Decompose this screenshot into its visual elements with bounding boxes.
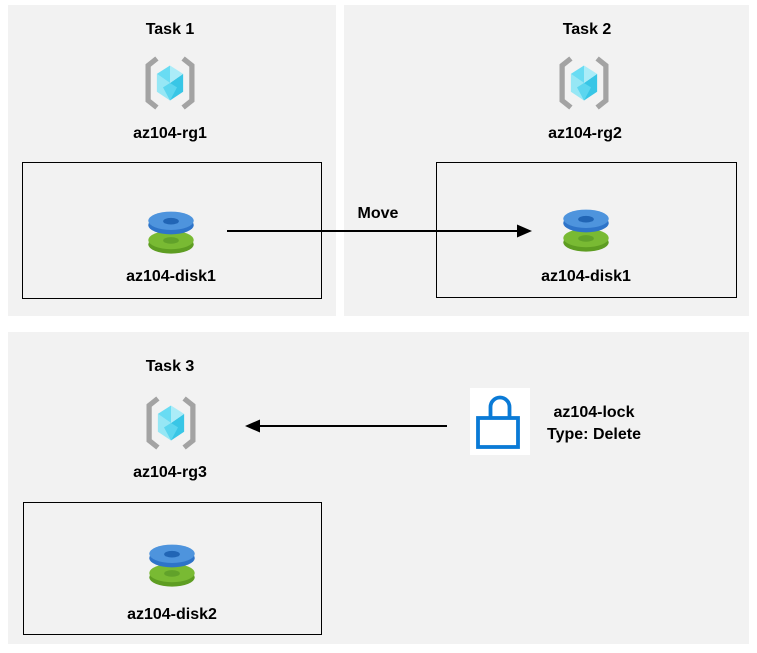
task2-panel: Task 2 az104-rg2 az104-disk1 <box>344 5 749 316</box>
task1-disk-label: az104-disk1 <box>126 268 216 285</box>
lock-type: Type: Delete <box>547 426 641 443</box>
task1-disk-box: az104-disk1 <box>22 162 322 299</box>
task2-disk-box: az104-disk1 <box>436 162 737 298</box>
resource-group-icon <box>556 55 612 111</box>
lock-shackle <box>488 395 512 418</box>
task1-panel: Task 1 az104-rg1 az104-disk1 <box>8 5 336 316</box>
resource-group-icon <box>142 55 198 111</box>
task2-disk-label: az104-disk1 <box>541 268 631 285</box>
lock-arrowhead <box>245 419 260 433</box>
lock-name: az104-lock <box>553 404 635 421</box>
task2-title: Task 2 <box>562 21 612 38</box>
lock-icon <box>476 395 520 449</box>
disk-icon <box>148 211 194 254</box>
lock-body <box>476 416 520 449</box>
lock-icon-badge <box>470 388 530 455</box>
task3-resource-group-label: az104-rg3 <box>133 464 207 481</box>
disk-icon <box>563 209 609 252</box>
task3-panel: Task 3 az104-rg3 az104-disk2 az104-lock <box>8 332 749 644</box>
task1-resource-group-label: az104-rg1 <box>133 125 207 142</box>
task3-disk-label: az104-disk2 <box>127 606 217 623</box>
task1-title: Task 1 <box>145 21 195 38</box>
task2-resource-group-label: az104-rg2 <box>548 125 622 142</box>
move-arrow-label: Move <box>357 205 399 222</box>
lock-caption: az104-lock Type: Delete <box>513 402 675 446</box>
resource-group-icon <box>143 395 199 451</box>
lock-arrow <box>245 419 447 433</box>
disk-icon <box>149 544 195 587</box>
task3-title: Task 3 <box>145 358 195 375</box>
task3-disk-box: az104-disk2 <box>23 502 322 635</box>
